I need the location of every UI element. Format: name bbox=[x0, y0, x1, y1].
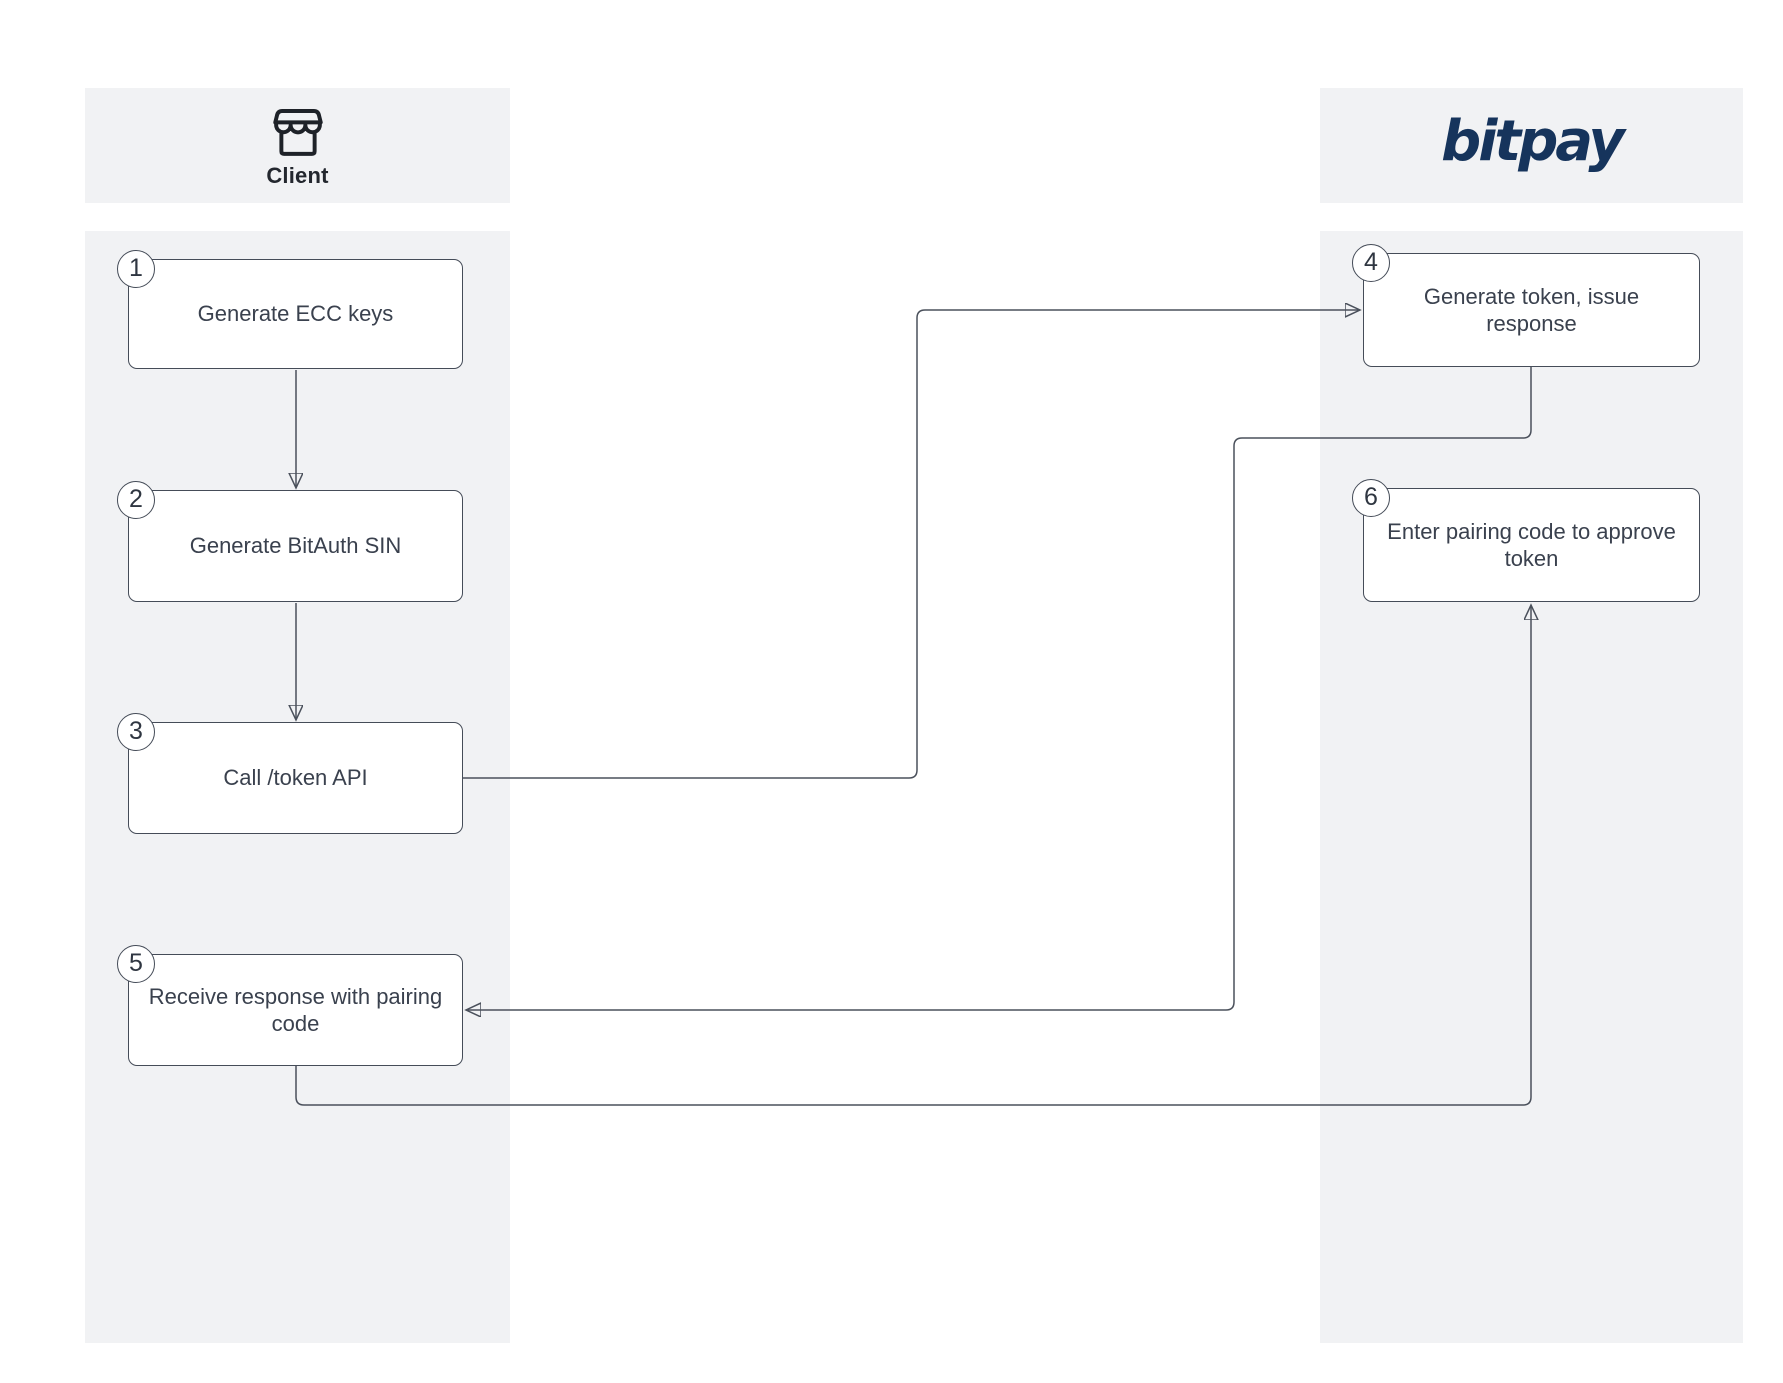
step-number-badge: 6 bbox=[1352, 479, 1390, 517]
client-lane-label: Client bbox=[266, 162, 329, 188]
step-box-4: 4 Generate token, issue response bbox=[1352, 244, 1700, 367]
step-label: Generate token, issue response bbox=[1423, 283, 1640, 337]
bitpay-logo: bitpay bbox=[1441, 108, 1625, 174]
step-box-2: 2 Generate BitAuth SIN bbox=[117, 481, 463, 602]
step-label: Receive response with pairing code bbox=[148, 983, 443, 1037]
step-number-badge: 5 bbox=[117, 945, 155, 983]
step-box-5: 5 Receive response with pairing code bbox=[117, 945, 463, 1066]
connector-step4-step5 bbox=[467, 367, 1532, 1010]
step-box-3: 3 Call /token API bbox=[117, 713, 463, 834]
connector-step3-step4 bbox=[463, 310, 1359, 779]
step-box-6: 6 Enter pairing code to approve token bbox=[1352, 479, 1700, 602]
step-number-badge: 4 bbox=[1352, 244, 1390, 282]
connector-step5-step6 bbox=[295, 606, 1531, 1106]
bitpay-lane-header: bitpay bbox=[1320, 88, 1743, 203]
client-lane-header: Client bbox=[85, 88, 510, 203]
step-number-badge: 3 bbox=[117, 713, 155, 751]
step-number-badge: 2 bbox=[117, 481, 155, 519]
step-label: Generate ECC keys bbox=[197, 301, 394, 327]
step-label: Enter pairing code to approve token bbox=[1387, 518, 1676, 572]
step-label: Call /token API bbox=[223, 765, 368, 791]
step-label: Generate BitAuth SIN bbox=[189, 533, 402, 559]
step-number-badge: 1 bbox=[117, 250, 155, 288]
step-box-1: 1 Generate ECC keys bbox=[117, 250, 463, 369]
storefront-icon bbox=[272, 108, 323, 156]
